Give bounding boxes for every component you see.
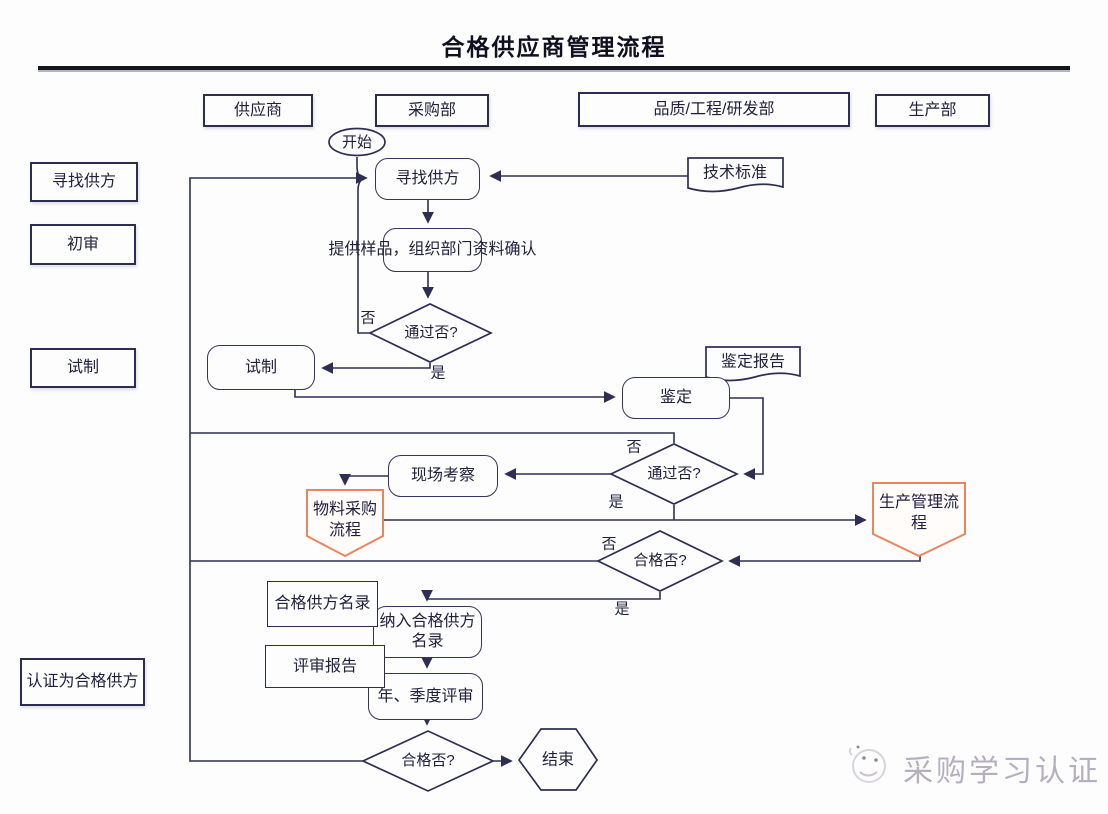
start-connector (356, 157, 365, 179)
node-add-to-list: 纳入合格供方名录 (373, 606, 482, 658)
pass2-yes-label: 是 (608, 493, 624, 511)
lane-header-supplier: 供应商 (203, 94, 313, 127)
page-title: 合格供应商管理流程 (441, 34, 667, 60)
pass1-yes-label: 是 (430, 364, 446, 382)
node-site-visit-label: 现场考察 (410, 467, 475, 484)
qualified2-decision-diamond (360, 730, 496, 792)
material-process-pentagon (306, 489, 384, 558)
appraisal-to-pass2-connector (730, 397, 764, 480)
node-review-report: 评审报告 (265, 645, 385, 688)
node-add-to-list-label: 纳入合格供方名录 (379, 613, 476, 650)
pass1-no-connector (357, 178, 372, 334)
watermark-smiley-icon (848, 747, 886, 783)
phase-trial-label: 试制 (66, 359, 99, 376)
node-qualified2-label: 合格否? (401, 752, 455, 769)
node-qualified-supplier-list-label: 合格供方名录 (274, 595, 371, 612)
title-divider (38, 66, 1070, 70)
node-periodic-review: 年、季度评审 (368, 673, 483, 720)
watermark-text: 采购学习认证 (903, 755, 1101, 788)
offpage-process-shapes (306, 482, 966, 558)
node-trial: 试制 (207, 345, 315, 390)
node-start-label: 开始 (341, 134, 373, 151)
node-appraisal-report-label: 鉴定报告 (720, 353, 786, 371)
phase-trial: 试制 (30, 348, 136, 388)
connectors (189, 157, 921, 767)
node-material-process-label: 物料采购流程 (312, 501, 377, 539)
node-appraisal: 鉴定 (622, 377, 730, 419)
qualified1-decision-diamond (596, 530, 724, 592)
lane-header-supplier-label: 供应商 (233, 101, 282, 119)
no-return-trunk-connector (189, 172, 368, 762)
node-qualified-supplier-list: 合格供方名录 (267, 581, 378, 627)
sitevisit-to-material-connector (339, 473, 388, 486)
qualified1-yes-connector (421, 589, 661, 602)
node-review-report-label: 评审报告 (292, 657, 357, 675)
pass2-no-label: 否 (626, 438, 642, 456)
node-trial-label: 试制 (244, 358, 277, 376)
lane-header-quality-eng-rd-label: 品质/工程/研发部 (653, 100, 775, 118)
node-tech-standard-label: 技术标准 (702, 164, 768, 182)
node-end-label: 结束 (541, 751, 575, 769)
pass1-no-label: 否 (360, 309, 376, 327)
phase-find-supplier: 寻找供方 (30, 162, 138, 202)
node-qualified1-label: 合格否? (633, 552, 687, 569)
end-hexagon (517, 728, 599, 791)
lane-header-purchasing-label: 采购部 (407, 101, 456, 119)
node-periodic-review-label: 年、季度评审 (377, 687, 474, 705)
pass2-no-connector (190, 432, 675, 443)
node-provide-samples: 提供样品，组织部门资料确认 (329, 228, 537, 272)
pass1-decision-diamond (368, 303, 493, 363)
pass1-yes-connector (321, 362, 431, 374)
start-ellipse (328, 127, 386, 157)
tech-standard-document-shape (687, 157, 784, 193)
node-find-supplier: 寻找供方 (375, 158, 480, 200)
lane-header-purchasing: 采购部 (375, 94, 489, 127)
node-appraisal-label: 鉴定 (659, 389, 692, 406)
phase-find-supplier-label: 寻找供方 (51, 173, 116, 190)
qualified1-no-label: 否 (601, 535, 617, 553)
phase-initial-review-label: 初审 (66, 235, 99, 253)
lane-header-production: 生产部 (875, 94, 990, 127)
node-find-supplier-label: 寻找供方 (395, 170, 460, 187)
production-to-qualified1-connector (728, 555, 921, 567)
phase-certified-supplier: 认证为合格供方 (20, 658, 145, 706)
pass2-decision-diamond (609, 443, 739, 505)
watermark-smiley-eyes (856, 745, 878, 762)
qualified1-yes-label: 是 (614, 600, 630, 618)
node-pass2-label: 通过否? (647, 465, 701, 482)
node-site-visit: 现场考察 (388, 455, 498, 497)
node-shapes (328, 127, 801, 792)
phase-certified-supplier-label: 认证为合格供方 (26, 673, 139, 690)
trial-to-appraisal-connector (294, 390, 616, 403)
node-pass1-label: 通过否? (404, 324, 458, 341)
phase-initial-review: 初审 (30, 224, 136, 265)
production-process-pentagon (872, 482, 966, 558)
lane-header-production-label: 生产部 (908, 101, 957, 119)
lane-header-quality-eng-rd: 品质/工程/研发部 (578, 92, 850, 127)
node-production-process-label: 生产管理流程 (878, 494, 959, 532)
node-provide-samples-label: 提供样品，组织部门资料确认 (328, 241, 537, 258)
